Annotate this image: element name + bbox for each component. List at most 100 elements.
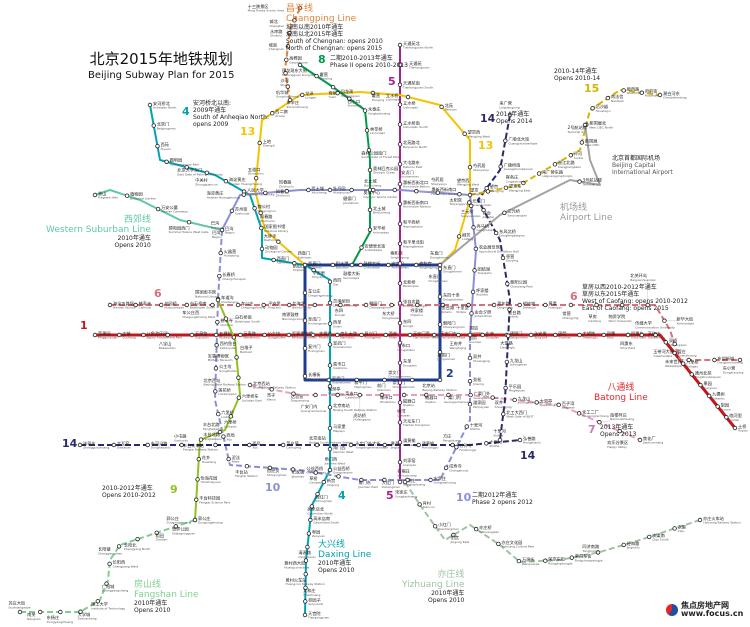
station-name-cn: 西钓鱼台 [220,340,237,347]
station-name-cn: 东四 [335,307,343,313]
station-name-cn: 理工大学 [91,600,108,607]
station-name-cn: 健德门 [343,195,356,202]
station-name-en: Shoujingmao [267,473,287,477]
station-name-cn: 亦庄桥 [479,524,492,531]
station-name-cn: 丰台北路 [203,431,221,438]
station-marker [179,442,184,448]
station-name-cn: 前门 [377,382,385,389]
station-marker [568,302,574,308]
station-name-en: Liujiayao [403,463,417,467]
station-name-cn: 花园桥 [164,300,177,307]
station-marker [297,5,303,11]
station-marker [469,311,474,316]
station-name-en: Tongzhoubeiyuan [694,375,721,379]
line6-note: 草房以西2010-2012年通车 草房以东2015年通车 West of Cao… [582,284,688,312]
station-marker [625,332,631,338]
station-marker [451,532,456,538]
station-name-cn: 旧宫 [451,534,459,541]
station-name-en: Chengshousi [449,469,468,473]
station-marker [414,188,419,194]
line9-badge: 9 [170,483,178,496]
station-name-en: Linheli [729,418,739,422]
station-name-cn: 亦庄火车站 [703,515,724,522]
station-name-en: Suzhoujie [235,211,250,215]
station-marker [502,210,507,216]
station-marker [415,302,420,308]
station-name-en: Xiangjiangbeilu [558,165,581,169]
station-name-cn: 西直门 [308,260,321,267]
station-name-cn: 马家堡 [333,423,346,430]
station-marker [416,442,421,448]
station-name-cn: 白石桥南 [190,300,207,307]
station-name-en: Weigongcun [258,209,277,213]
station-marker [37,609,43,615]
station-name-cn: 惠新西街南口 [403,199,428,206]
station-name-en: Fengtaibeilu [203,437,221,441]
station-name-cn: 北京南站 [333,402,350,409]
station-name-en: Terminal 3 [582,182,599,186]
line10-badge: 10 [456,491,472,504]
station-marker [556,402,561,408]
station-marker [500,255,506,261]
station-name-en: Dengshikou [397,348,415,352]
station-name-en: Yizhuangqiao [479,530,499,534]
station-name-cn: 泥洼 [232,454,240,461]
station-name-en: Xiju [252,446,258,450]
station-name-en: Huixinxijie Nankou [431,192,459,196]
station-name-en: Shilihe [493,433,503,437]
station-name-en: Huayuanqiao [164,306,184,310]
station-name-en: Nanfaxin [611,99,624,103]
station-marker [594,302,599,308]
station-marker [104,581,109,586]
station-name-en: Dongzhimen [443,270,462,274]
station-name-cn: 亦庄文化园 [501,539,522,546]
station-name-cn: 太阳宫 [449,196,462,203]
station-name-cn: 西局 [226,432,234,438]
station-name-en: Changyang North [124,547,151,551]
station-name-cn: 巩华城 [276,89,289,96]
station-name-cn: 西红门 [315,493,328,500]
station-marker [517,302,522,308]
station-name-en: Majiapu [333,429,345,433]
station-name-cn: 六里桥 [221,409,234,416]
station-name-cn: 角门西 [325,456,338,463]
station-marker [504,359,510,365]
station-marker [287,97,293,103]
station-marker [116,544,122,549]
station-marker [151,123,156,128]
station-name-en: Daguanying [291,399,309,403]
line10-badge-sw: 10 [265,481,281,494]
station-name-cn: 枣营 [506,253,514,260]
station-name-en: Wangjing East [509,189,531,193]
